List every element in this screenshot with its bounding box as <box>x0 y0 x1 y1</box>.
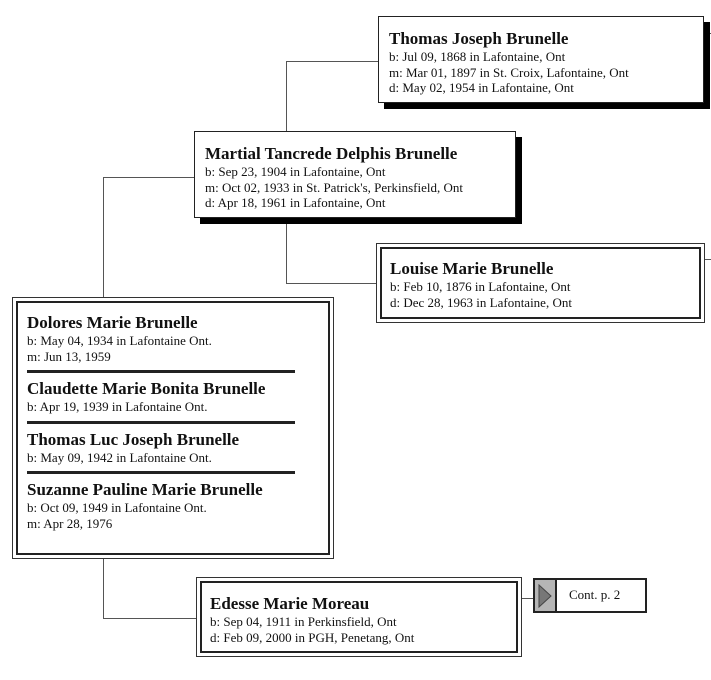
child-entry[interactable]: Suzanne Pauline Marie Brunelle b: Oct 09… <box>27 480 295 531</box>
connector-line <box>286 283 378 284</box>
birth-fact: b: Oct 09, 1949 in Lafontaine Ont. <box>27 500 207 515</box>
child-name: Suzanne Pauline Marie Brunelle <box>27 480 263 499</box>
connector-line <box>286 222 287 283</box>
child-entry[interactable]: Thomas Luc Joseph Brunelle b: May 09, 19… <box>27 430 295 466</box>
person-name: Edesse Marie Moreau <box>210 594 370 613</box>
child-name: Thomas Luc Joseph Brunelle <box>27 429 240 449</box>
child-name: Dolores Marie Brunelle <box>27 313 198 332</box>
marriage-fact: m: Jun 13, 1959 <box>27 348 111 364</box>
triangle-right-icon <box>535 580 557 611</box>
connector-line <box>103 177 104 298</box>
divider <box>27 471 295 474</box>
birth-fact: b: May 09, 1942 in Lafontaine Ont. <box>27 449 212 465</box>
person-name: Louise Marie Brunelle <box>390 259 554 278</box>
divider <box>27 370 295 373</box>
divider <box>27 420 295 424</box>
birth-fact: b: Sep 23, 1904 in Lafontaine, Ont <box>205 164 386 179</box>
death-fact: d: May 02, 1954 in Lafontaine, Ont <box>389 80 574 95</box>
person-name: Thomas Joseph Brunelle <box>389 29 569 48</box>
connector-line <box>103 177 200 178</box>
child-entry[interactable]: Dolores Marie Brunelle b: May 04, 1934 i… <box>27 313 295 364</box>
marriage-fact: m: Mar 01, 1897 in St. Croix, Lafontaine… <box>389 64 629 80</box>
connector-line <box>286 61 378 62</box>
continue-label: Cont. p. 2 <box>569 587 621 602</box>
child-entry[interactable]: Claudette Marie Bonita Brunelle b: Apr 1… <box>27 379 295 415</box>
birth-fact: b: Sep 04, 1911 in Perkinsfield, Ont <box>210 614 397 629</box>
connector-line <box>103 558 104 618</box>
birth-fact: b: May 04, 1934 in Lafontaine Ont. <box>27 333 212 348</box>
person-box-paternal-grandfather[interactable]: Thomas Joseph Brunelle b: Jul 09, 1868 i… <box>378 16 704 103</box>
person-box-mother[interactable]: Edesse Marie Moreau b: Sep 04, 1911 in P… <box>196 577 522 657</box>
death-fact: d: Feb 09, 2000 in PGH, Penetang, Ont <box>210 629 415 645</box>
person-box-father[interactable]: Martial Tancrede Delphis Brunelle b: Sep… <box>194 131 516 218</box>
connector-line <box>703 33 711 34</box>
birth-fact: b: Apr 19, 1939 in Lafontaine Ont. <box>27 399 208 414</box>
person-name: Martial Tancrede Delphis Brunelle <box>205 144 458 163</box>
connector-line <box>703 259 711 260</box>
connector-line <box>103 618 198 619</box>
child-name: Claudette Marie Bonita Brunelle <box>27 379 266 398</box>
marriage-fact: m: Oct 02, 1933 in St. Patrick's, Perkin… <box>205 179 463 195</box>
children-box: Dolores Marie Brunelle b: May 04, 1934 i… <box>12 297 334 559</box>
death-fact: d: Apr 18, 1961 in Lafontaine, Ont <box>205 195 386 210</box>
connector-line <box>518 598 534 599</box>
person-box-paternal-grandmother[interactable]: Louise Marie Brunelle b: Feb 10, 1876 in… <box>376 243 705 323</box>
connector-line <box>286 61 287 134</box>
marriage-fact: m: Apr 28, 1976 <box>27 515 113 531</box>
birth-fact: b: Jul 09, 1868 in Lafontaine, Ont <box>389 49 566 64</box>
continue-page-button[interactable]: Cont. p. 2 <box>533 578 647 613</box>
birth-fact: b: Feb 10, 1876 in Lafontaine, Ont <box>390 279 571 294</box>
death-fact: d: Dec 28, 1963 in Lafontaine, Ont <box>390 294 572 310</box>
